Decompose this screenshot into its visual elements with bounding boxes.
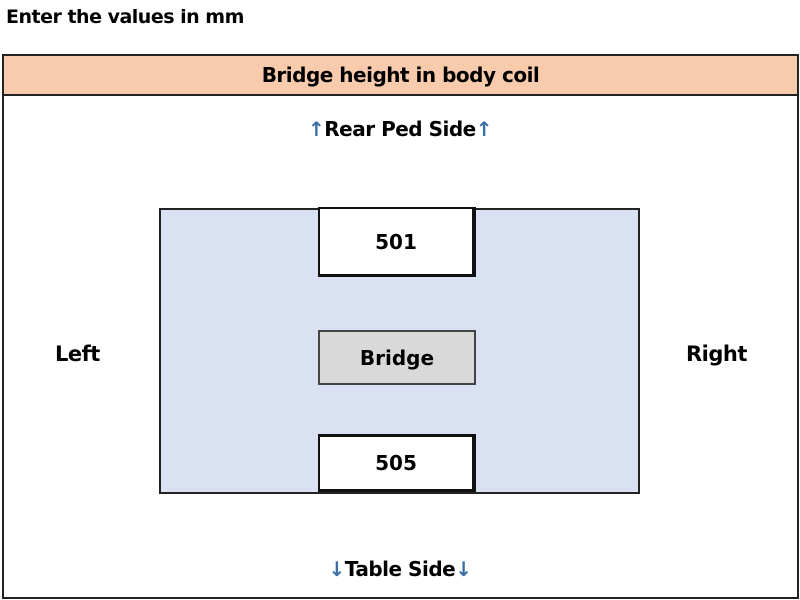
rear-ped-side-text: Rear Ped Side [324,117,476,141]
arrow-up-icon: ↑ [308,117,325,141]
bridge-label: Bridge [359,345,435,370]
rear-value-input[interactable]: 501 [318,207,476,277]
instruction-text: Enter the values in mm [6,6,244,28]
rear-value: 501 [375,229,417,254]
right-label: Right [686,342,747,366]
table-value: 505 [375,451,417,475]
arrow-down-icon: ↓ [455,557,472,581]
table-value-input[interactable]: 505 [318,434,476,492]
left-label: Left [55,342,100,366]
arrow-up-icon: ↑ [475,117,493,141]
form-title: Bridge height in body coil [2,54,799,96]
rear-ped-side-label: ↑Rear Ped Side↑ [0,117,800,141]
table-side-text: Table Side [344,557,456,581]
arrow-down-icon: ↓ [328,557,346,581]
bridge-label-box: Bridge [318,330,476,385]
table-side-label: ↓Table Side↓ [0,557,800,581]
